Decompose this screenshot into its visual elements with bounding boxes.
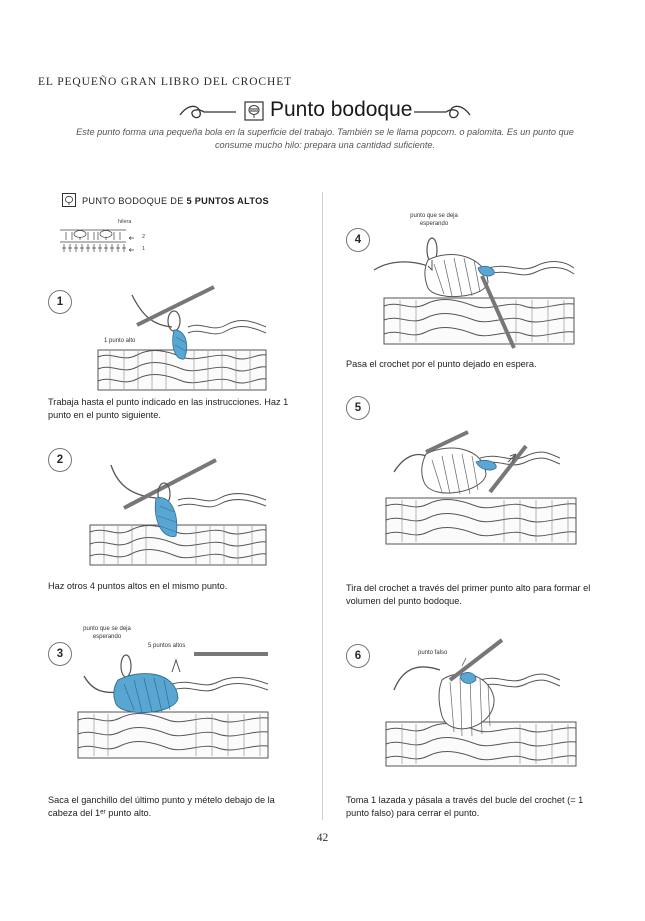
step-2-number: 2 xyxy=(48,448,72,472)
step-6-illustration xyxy=(385,638,577,767)
page-number: 42 xyxy=(316,832,329,844)
left-flourish-icon xyxy=(179,105,236,119)
chart-row-2: 2 xyxy=(142,234,146,240)
stitch-chart-diagram xyxy=(60,229,134,252)
step-3-label-five: 5 puntos altos xyxy=(148,643,186,649)
section-heading: PUNTO BODOQUE DE 5 PUNTOS ALTOS xyxy=(82,196,269,206)
step-5-illustration xyxy=(385,430,577,545)
intro-text: Este punto forma una pequeña bola en la … xyxy=(76,127,574,150)
step-1-number: 1 xyxy=(48,290,72,314)
page-title: Punto bodoque xyxy=(270,98,413,121)
step-1-illustration xyxy=(97,285,267,391)
popcorn-symbol-icon xyxy=(244,101,264,121)
popcorn-symbol-small-icon xyxy=(62,193,76,207)
step-3-number: 3 xyxy=(48,642,72,666)
step-4-illustration xyxy=(373,237,575,349)
section-heading-prefix: PUNTO BODOQUE DE xyxy=(82,196,187,206)
step-1-caption: Trabaja hasta el punto indicado en las i… xyxy=(48,397,289,420)
title-row: Punto bodoque xyxy=(0,94,645,130)
step-3-illustration xyxy=(77,652,269,759)
step-4-caption: Pasa el crochet por el punto dejado en e… xyxy=(346,359,537,369)
step-6-label: punto falso xyxy=(418,650,448,656)
right-flourish-icon xyxy=(414,105,471,119)
chart-row-label: hilera xyxy=(118,219,132,225)
step-6-number: 6 xyxy=(346,644,370,668)
column-divider xyxy=(322,192,323,820)
step-2-caption: Haz otros 4 puntos altos en el mismo pun… xyxy=(48,581,228,591)
chart-row-1: 1 xyxy=(142,246,146,252)
step-6-caption: Toma 1 lazada y pásala a través del bucl… xyxy=(346,795,584,818)
step-4-number: 4 xyxy=(346,228,370,252)
step-3-caption: Saca el ganchillo del último punto y mét… xyxy=(48,795,275,818)
step-1-label: 1 punto alto xyxy=(104,338,136,344)
step-4-label: punto que se deja esperando xyxy=(410,213,458,227)
step-5-number: 5 xyxy=(346,396,370,420)
step-3-label-waiting: punto que se deja esperando xyxy=(83,626,131,640)
step-5-caption: Tira del crochet a través del primer pun… xyxy=(346,583,591,606)
running-head: EL PEQUEÑO GRAN LIBRO DEL CROCHET xyxy=(38,76,293,88)
step-2-illustration xyxy=(89,458,267,566)
stitch-chart-key: hilera 2 1 xyxy=(58,218,148,254)
section-heading-bold: 5 PUNTOS ALTOS xyxy=(186,196,269,206)
